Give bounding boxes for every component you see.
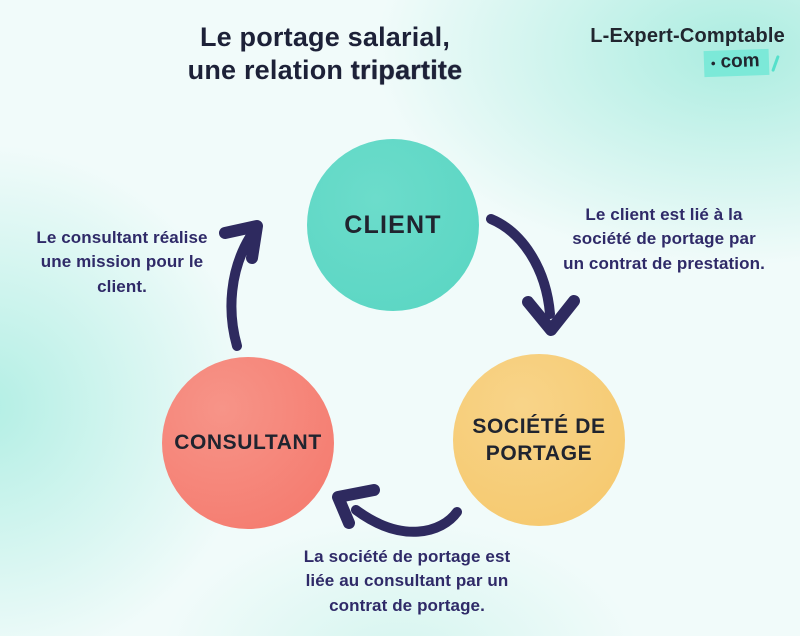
brand-tld-row: •com	[590, 48, 785, 78]
bullet-dot-icon: •	[711, 55, 717, 71]
node-client: CLIENT	[307, 139, 479, 311]
node-societe-label-line1: SOCIÉTÉ DE	[472, 414, 606, 438]
node-societe-label-line2: PORTAGE	[485, 442, 593, 465]
brand-logo: L-Expert-Comptable •com	[590, 25, 785, 78]
annotation-societe-to-consultant: La société de portage est liée au consul…	[303, 547, 511, 615]
annotation-client-to-societe: Le client est lié à la société de portag…	[563, 205, 765, 273]
brand-tld: com	[720, 50, 761, 73]
brand-name: L-Expert-Comptable	[590, 25, 785, 47]
page-title: Le portage salarial, une relation tripar…	[0, 21, 650, 87]
node-consultant-label: CONSULTANT	[174, 431, 322, 454]
slash-mark-icon	[771, 54, 780, 72]
node-societe: SOCIÉTÉ DE PORTAGE	[453, 354, 625, 526]
arrow-societe-to-consultant	[332, 484, 462, 537]
node-client-label: CLIENT	[344, 210, 442, 239]
annotation-consultant-to-client: Le consultant réalise une mission pour l…	[36, 228, 208, 296]
node-consultant: CONSULTANT	[162, 357, 334, 529]
brand-tld-highlight: •com	[703, 48, 770, 78]
title-emphasis: tripartite	[350, 54, 463, 85]
title-line-2: une relation tripartite	[187, 54, 463, 85]
title-line-1: Le portage salarial,	[199, 22, 451, 52]
